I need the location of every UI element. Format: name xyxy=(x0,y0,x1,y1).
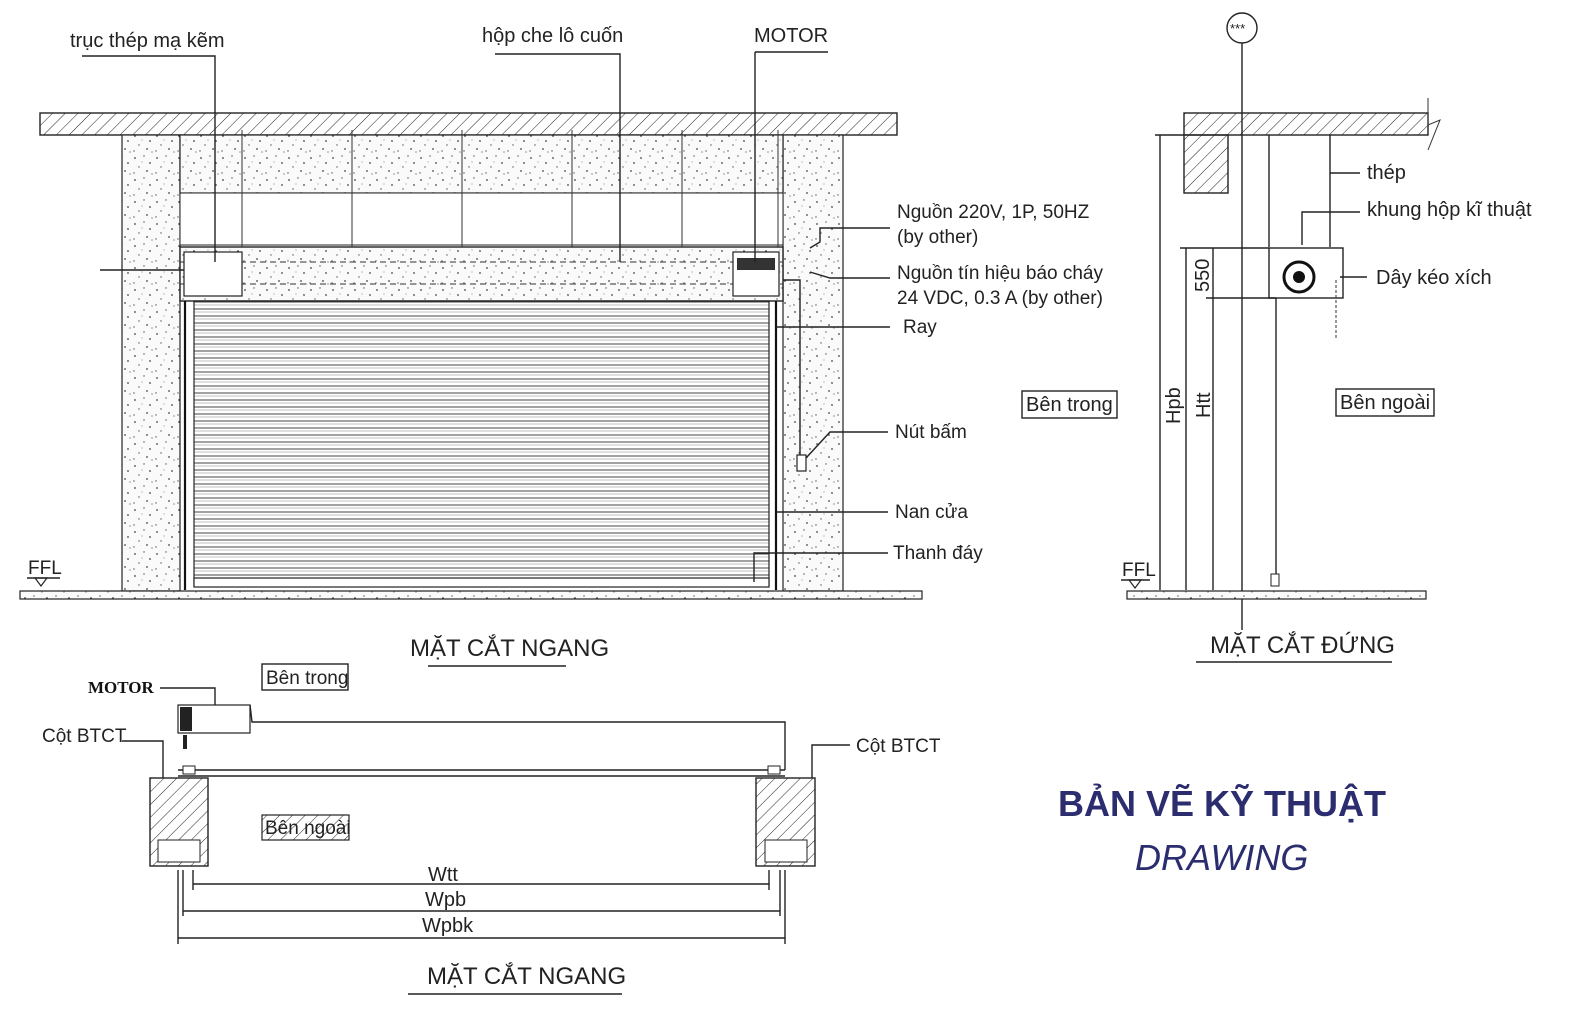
tech-box-label: khung hộp kĩ thuật xyxy=(1367,199,1532,221)
fire-signal-label-line1: Nguồn tín hiệu báo cháy xyxy=(897,263,1103,284)
pull-chain-label: Dây kéo xích xyxy=(1376,267,1492,289)
concrete-column-left-label: Cột BTCT xyxy=(42,726,127,747)
dim-wpbk-label: Wpbk xyxy=(422,915,474,937)
dim-htt-label: Htt xyxy=(1193,392,1215,418)
grid-bubble-label: *** xyxy=(1230,21,1245,36)
push-button xyxy=(796,454,807,472)
side-section-title: MẶT CẮT ĐỨNG xyxy=(1210,631,1395,659)
side-ceiling-slab xyxy=(1183,112,1429,136)
inside-label-plan: Bên trong xyxy=(266,668,348,689)
outside-label-side: Bên ngoài xyxy=(1340,392,1430,414)
roller-box xyxy=(179,246,784,302)
bottom-bar xyxy=(193,577,770,588)
dim-wpb-label: Wpb xyxy=(425,889,466,911)
power-supply-label-line2: (by other) xyxy=(897,227,978,248)
right-wall xyxy=(782,134,844,592)
ffl-right-label: FFL xyxy=(1122,560,1156,581)
power-supply-label-line1: Nguồn 220V, 1P, 50HZ xyxy=(897,202,1090,223)
concrete-column-right-label: Cột BTCT xyxy=(856,736,941,757)
title-block: BẢN VẼ KỸ THUẬT DRAWING xyxy=(1058,782,1386,878)
dim-550-label: 550 xyxy=(1192,259,1214,292)
elevation-section-title: MẶT CẮT NGANG xyxy=(410,634,609,662)
side-beam xyxy=(1183,134,1229,194)
side-section: *** thép khung hộp kĩ thuật Dây kéo xích… xyxy=(1021,12,1532,663)
ceiling-slab xyxy=(39,112,898,136)
steel-label: thép xyxy=(1367,162,1406,184)
bottom-bar-label: Thanh đáy xyxy=(893,543,983,564)
lintel-top xyxy=(179,134,784,194)
door-curtain xyxy=(193,300,770,587)
rail-label: Ray xyxy=(903,317,937,338)
front-elevation: FFL trục thép mạ kẽm hộp che lô cuốn MOT… xyxy=(19,25,1103,667)
fire-signal-label-line2: 24 VDC, 0.3 A (by other) xyxy=(897,288,1103,309)
galvanized-shaft-label: trục thép mạ kẽm xyxy=(70,30,225,52)
motor-label-plan: MOTOR xyxy=(88,678,155,697)
motor-unit xyxy=(737,258,775,270)
left-wall xyxy=(121,134,181,592)
roller-box-cover-label: hộp che lô cuốn xyxy=(482,25,623,47)
plan-section: MOTOR Bên trong Cột BTCT Cột BTCT Bên ng… xyxy=(42,663,941,995)
dim-hpb-label: Hpb xyxy=(1163,387,1185,424)
hanger-rods xyxy=(241,130,779,250)
dim-wtt-label: Wtt xyxy=(428,864,458,886)
side-floor xyxy=(1126,590,1427,600)
plan-section-title: MẶT CẮT NGANG xyxy=(427,962,626,990)
ffl-left-label: FFL xyxy=(28,558,62,579)
door-slat-label: Nan cửa xyxy=(895,502,968,523)
outside-label-plan: Bên ngoài xyxy=(265,818,351,839)
lintel-bottom xyxy=(179,192,784,246)
inside-label-side: Bên trong xyxy=(1026,394,1113,416)
floor-slab xyxy=(19,590,923,600)
motor-label-top: MOTOR xyxy=(754,25,828,47)
shaft-bracket-left xyxy=(183,251,243,297)
drawing-subtitle: DRAWING xyxy=(1135,837,1308,878)
drawing-title: BẢN VẼ KỸ THUẬT xyxy=(1058,782,1386,824)
push-button-label: Nút bấm xyxy=(895,422,967,443)
